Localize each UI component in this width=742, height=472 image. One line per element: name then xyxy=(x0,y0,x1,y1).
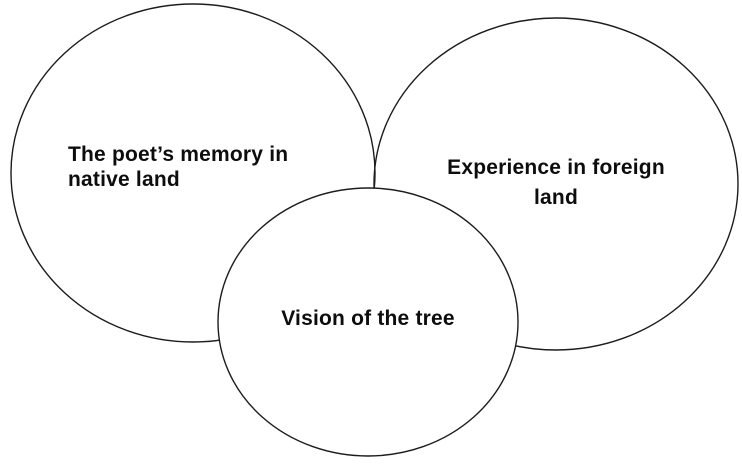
label-native-memory: The poet’s memory in native land xyxy=(68,142,318,192)
label-vision-of-tree: Vision of the tree xyxy=(258,306,478,331)
circle-foreign-experience xyxy=(373,17,739,351)
circle-vision xyxy=(217,187,519,457)
label-line: Vision of the tree xyxy=(281,307,455,330)
label-line: land xyxy=(534,186,578,209)
label-line: The poet’s memory in xyxy=(68,143,289,166)
label-foreign-experience: Experience in foreign land xyxy=(436,153,676,213)
label-line: native land xyxy=(68,168,180,191)
label-line: Experience in foreign xyxy=(447,156,665,179)
